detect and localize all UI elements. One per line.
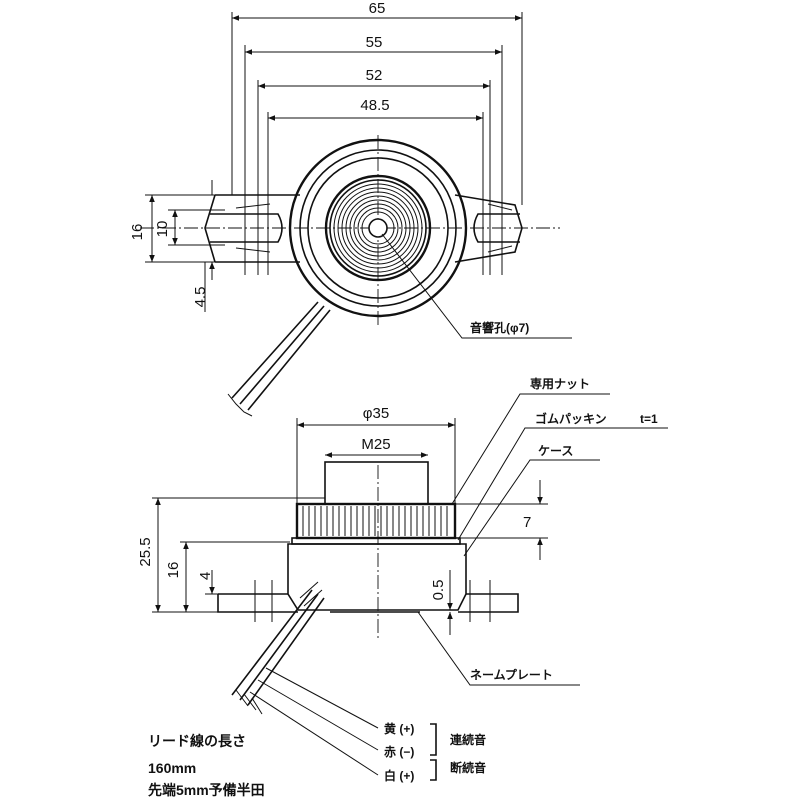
dim-16-text: 16 <box>129 224 146 241</box>
front-ring-circle <box>324 174 432 282</box>
nut-knurling <box>302 506 448 536</box>
top-view: 65 55 52 48.5 16 10 4.5 音響孔(φ7) <box>129 0 572 417</box>
gasket-circle <box>307 157 449 299</box>
yellow-wire-leader <box>265 667 379 729</box>
sound-hole <box>368 218 388 238</box>
white-wire-leader <box>249 691 379 776</box>
dim-48-5-text: 48.5 <box>360 97 389 114</box>
side-lead-wires <box>231 589 325 706</box>
thread-stub <box>324 461 429 505</box>
wire-legend: 黄 (+) 赤 (−) 白 (+) 連続音 断続音 <box>249 667 486 783</box>
dim-25-5-text: 25.5 <box>137 537 154 566</box>
dim-55-text: 55 <box>366 34 383 51</box>
nut-label: 専用ナット <box>530 376 590 391</box>
dim-side-16-text: 16 <box>165 562 182 579</box>
lead-note: リード線の長さ 160mm 先端5mm予備半田 <box>148 733 265 798</box>
top-lead-wires <box>231 301 331 411</box>
case-circle <box>299 149 457 307</box>
lead-note-title: リード線の長さ <box>148 733 246 749</box>
dim-m25-text: M25 <box>361 436 390 453</box>
red-wire-leader <box>257 679 379 751</box>
flange-right-ribs <box>487 203 513 253</box>
top-vertical-dims <box>145 180 225 312</box>
spiral-grille <box>333 183 423 273</box>
bracket-intermittent <box>430 759 437 781</box>
wire-white-label: 白 (+) <box>384 768 414 783</box>
case-label: ケース <box>538 444 573 458</box>
nut-leader <box>451 393 610 505</box>
dim-65-text: 65 <box>369 0 386 17</box>
dim-4-5-text: 4.5 <box>192 287 209 308</box>
flange-left-outline <box>204 194 300 263</box>
flange-slot-marks <box>254 580 491 622</box>
dim-4-text: 4 <box>197 572 214 580</box>
group-intermittent-label: 断続音 <box>450 760 486 775</box>
bracket-continuous <box>430 723 437 756</box>
dim-7-text: 7 <box>523 514 531 531</box>
dim-10-text: 10 <box>154 221 171 238</box>
lead-note-length: 160mm <box>148 760 196 776</box>
side-lead-ends <box>235 689 263 715</box>
side-view: φ35 M25 25.5 16 4 7 0.5 専用ナット ゴムパッキン t=1 <box>137 376 668 715</box>
slot-right <box>473 213 520 243</box>
case-leader <box>463 459 600 557</box>
nut-outer-circle <box>288 138 468 318</box>
sound-hole-label: 音響孔(φ7) <box>470 320 529 335</box>
gasket-label: ゴムパッキン <box>535 411 607 426</box>
lead-grommet <box>299 581 323 607</box>
top-lead-ends <box>227 393 253 417</box>
flange-right-outline <box>454 194 523 263</box>
wire-red-label: 赤 (−) <box>384 744 414 759</box>
sound-hole-leader <box>381 233 572 339</box>
nameplate-label: ネームプレート <box>470 667 553 682</box>
front-inner-circle <box>329 179 427 277</box>
gasket-thickness-label: t=1 <box>640 412 658 426</box>
slot-left <box>210 213 283 243</box>
gasket-leader <box>457 427 668 541</box>
wire-yellow-label: 黄 (+) <box>384 721 414 736</box>
lead-note-tip: 先端5mm予備半田 <box>148 782 265 798</box>
group-continuous-label: 連続音 <box>450 732 486 747</box>
nameplate-leader <box>417 611 580 686</box>
dim-52-text: 52 <box>366 67 383 84</box>
dim-0-5-text: 0.5 <box>430 580 447 601</box>
top-horizontal-dims <box>231 12 523 275</box>
dim-phi35-text: φ35 <box>363 405 389 422</box>
flange-left-ribs <box>235 203 271 253</box>
